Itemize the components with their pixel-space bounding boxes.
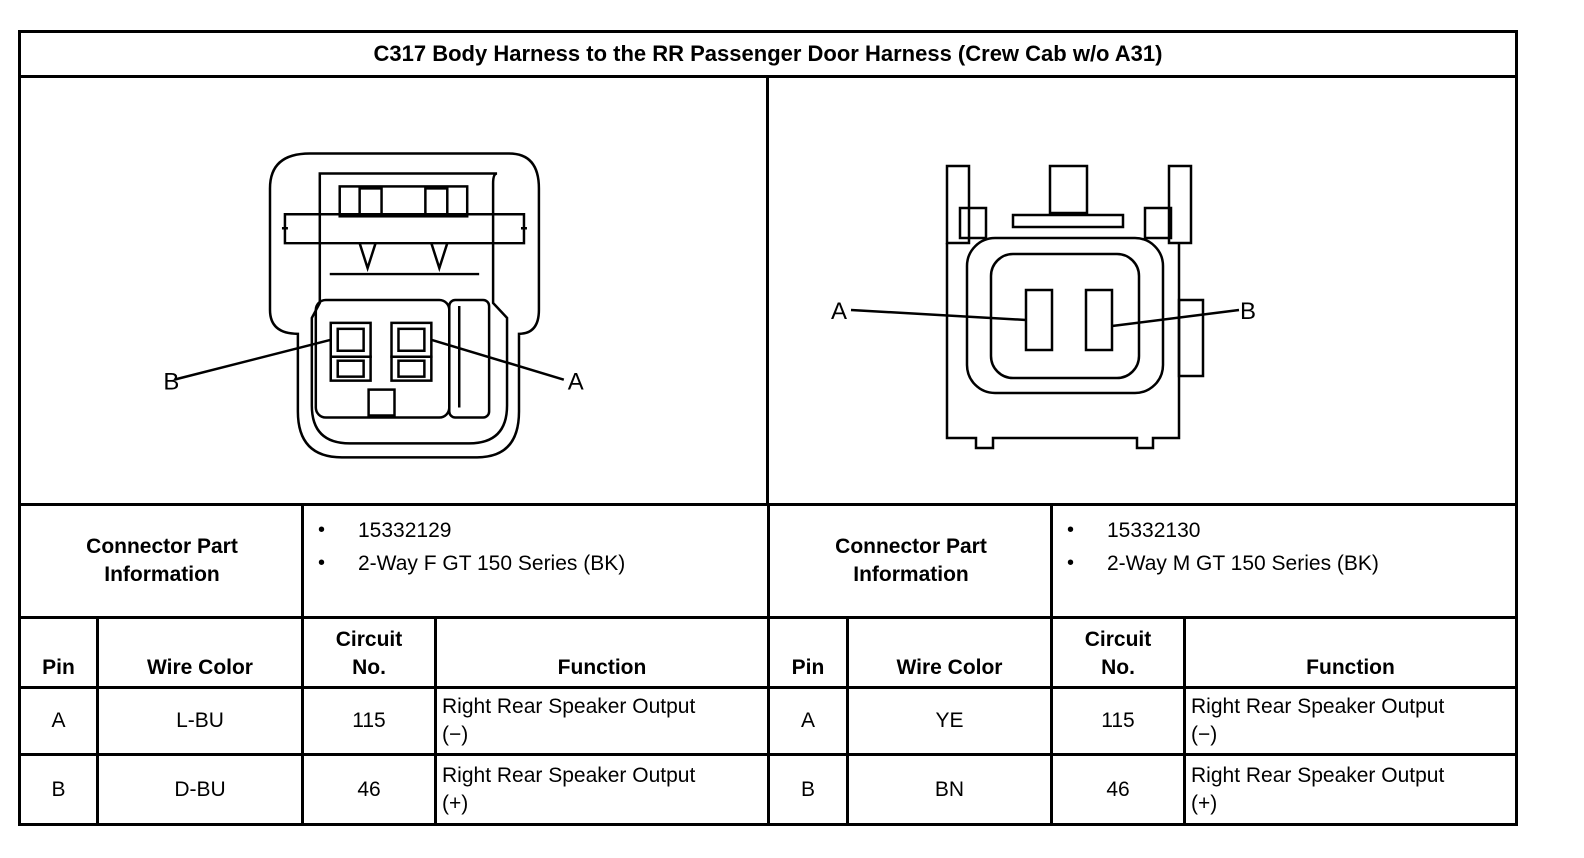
female-connector-diagram: B A — [21, 78, 769, 503]
header-wire-color-left: Wire Color — [147, 656, 253, 679]
right-info-label-line2: Information — [853, 563, 969, 586]
function-line2: (+) — [1191, 791, 1218, 815]
left-info-label-line2: Information — [104, 563, 220, 586]
circuit-cell: 46 — [1106, 777, 1130, 801]
circuit-cell: 115 — [1101, 709, 1135, 732]
header-circuit-right-line1: Circuit — [1084, 628, 1152, 651]
function-line2: (−) — [442, 723, 469, 746]
function-cell: Right Rear Speaker Output (−) — [1186, 689, 1515, 753]
header-function-right: Function — [1306, 656, 1395, 679]
table-row: B D-BU 46 Right Rear Speaker Output (+) B… — [21, 756, 1515, 823]
page-title: C317 Body Harness to the RR Passenger Do… — [21, 33, 1515, 78]
pin-cell: A — [800, 709, 815, 732]
circuit-cell: 46 — [357, 777, 381, 801]
pin-cell: B — [51, 777, 66, 801]
header-circuit-right-line2: No. — [1101, 656, 1135, 679]
function-line1: Right Rear Speaker Output — [1191, 695, 1445, 718]
connector-sheet: C317 Body Harness to the RR Passenger Do… — [18, 30, 1518, 826]
function-cell: Right Rear Speaker Output (−) — [437, 689, 767, 753]
housing-outer — [268, 152, 541, 459]
header-function-left: Function — [557, 656, 647, 679]
function-line2: (−) — [1191, 723, 1218, 746]
header-circuit-left-line1: Circuit — [335, 628, 403, 651]
function-cell: Right Rear Speaker Output (+) — [1186, 756, 1515, 823]
header-circuit-left-line2: No. — [352, 656, 386, 679]
wire-color-cell: L-BU — [176, 709, 224, 732]
header-wire-color-right: Wire Color — [896, 656, 1003, 679]
function-line1: Right Rear Speaker Output — [1191, 763, 1445, 787]
header-pin-right: Pin — [791, 656, 825, 679]
left-info-label-line1: Connector Part — [86, 535, 238, 558]
wire-color-cell: YE — [935, 709, 964, 732]
right-part-description: 2-Way M GT 150 Series (BK) — [1053, 547, 1515, 580]
header-pin-left: Pin — [42, 656, 75, 679]
right-info-label-line1: Connector Part — [835, 535, 987, 558]
male-connector-diagram: A B — [769, 78, 1515, 503]
circuit-cell: 115 — [352, 709, 386, 732]
female-connector-drawing: B A — [163, 152, 584, 459]
housing-inner — [310, 172, 509, 445]
function-line1: Right Rear Speaker Output — [442, 763, 696, 787]
right-part-info: 15332130 2-Way M GT 150 Series (BK) — [1053, 506, 1515, 616]
function-line2: (+) — [442, 791, 469, 815]
pin-cell: B — [800, 777, 815, 801]
wire-color-cell: BN — [934, 777, 965, 801]
function-line1: Right Rear Speaker Output — [442, 695, 696, 718]
housing-outer — [945, 243, 1181, 450]
left-part-number: 15332129 — [304, 514, 769, 547]
function-cell: Right Rear Speaker Output (+) — [437, 756, 767, 823]
left-label-b: B — [163, 369, 179, 396]
left-part-info: 15332129 2-Way F GT 150 Series (BK) — [304, 506, 769, 616]
pin-cell: A — [51, 709, 66, 732]
wire-color-cell: D-BU — [174, 777, 226, 801]
left-part-description: 2-Way F GT 150 Series (BK) — [304, 547, 769, 580]
right-label-a: A — [831, 298, 847, 325]
table-row: A L-BU 115 Right Rear Speaker Output(−) … — [21, 689, 1515, 756]
right-part-number: 15332130 — [1053, 514, 1515, 547]
right-label-b: B — [1240, 298, 1256, 325]
male-connector-drawing: A B — [831, 164, 1256, 450]
left-label-a: A — [568, 369, 584, 396]
